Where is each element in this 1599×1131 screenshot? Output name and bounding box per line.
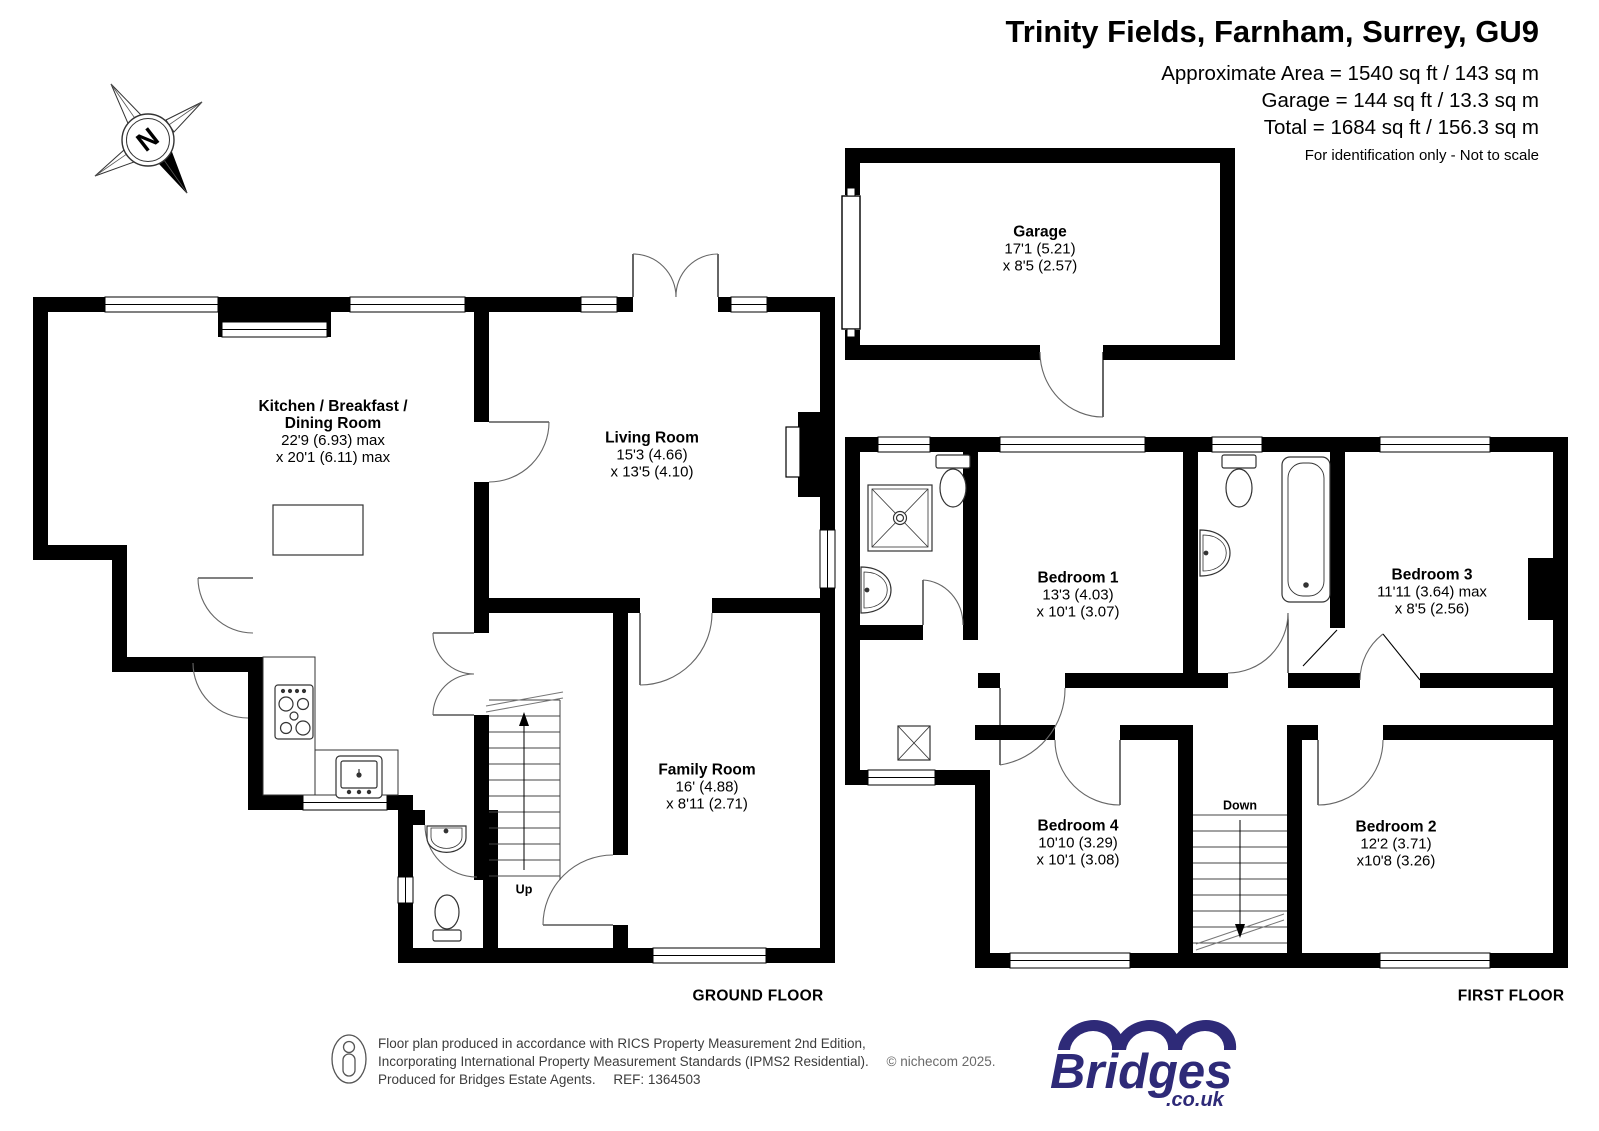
person-scale-icon	[331, 1034, 367, 1084]
copyright: © nichecom 2025.	[886, 1054, 996, 1069]
label-living-room: Living Room 15'3 (4.66) x 13'5 (4.10)	[605, 429, 699, 481]
reference-number: REF: 1364503	[613, 1072, 701, 1087]
label-bedroom-2: Bedroom 2 12'2 (3.71) x10'8 (3.26)	[1355, 818, 1437, 870]
logo-wordmark: Bridges	[1050, 1045, 1232, 1099]
first-interior-walls	[860, 452, 1553, 953]
bathroom-sink-icon	[1199, 529, 1231, 577]
stairs-down	[1193, 814, 1287, 951]
bathroom-toilet-icon	[1221, 454, 1257, 508]
ground-windows	[104, 296, 836, 964]
wc-fixtures	[426, 825, 467, 942]
garage-rear-door	[1039, 345, 1104, 418]
ground-outer-walls	[33, 297, 835, 963]
header: Trinity Fields, Farnham, Surrey, GU9 App…	[1006, 14, 1539, 164]
first-doors	[922, 579, 1421, 806]
ensuite-sink-icon	[860, 566, 892, 614]
label-bedroom-3: Bedroom 3 11'11 (3.64) max x 8'5 (2.56)	[1377, 566, 1487, 618]
page-title: Trinity Fields, Farnham, Surrey, GU9	[1005, 14, 1539, 49]
stairs-down-label: Down	[1222, 798, 1258, 813]
ground-interior-walls	[398, 312, 835, 948]
kitchen-island	[272, 504, 364, 556]
label-garage: Garage 17'1 (5.21) x 8'5 (2.57)	[1002, 223, 1078, 275]
first-floor-plan	[841, 148, 1568, 969]
bridges-logo: Bridges .co.uk	[1050, 1020, 1237, 1111]
label-bedroom-1: Bedroom 1 13'3 (4.03) x 10'1 (3.07)	[1036, 569, 1120, 621]
logo-tld: .co.uk	[1166, 1089, 1225, 1111]
ground-floor-label: GROUND FLOOR	[692, 987, 824, 1005]
wc-toilet-icon	[432, 894, 462, 942]
kitchen-fixtures	[262, 504, 399, 799]
kitchen-sink-icon	[335, 755, 383, 799]
ground-floor-plan	[33, 253, 836, 964]
stove-icon	[274, 684, 314, 740]
footer-disclaimer: Floor plan produced in accordance with R…	[378, 1035, 996, 1089]
fireplace-recess	[785, 426, 801, 478]
stairs-up-label: Up	[515, 882, 533, 897]
garage-area: Garage = 144 sq ft / 13.3 sq m	[1261, 89, 1539, 112]
label-family-room: Family Room 16' (4.88) x 8'11 (2.71)	[658, 761, 756, 813]
garage-door	[841, 195, 861, 330]
ensuite-toilet-icon	[935, 454, 971, 508]
first-outer-walls	[845, 437, 1568, 968]
stairs-up	[485, 691, 564, 880]
shower-icon	[867, 484, 933, 552]
wc-sink-icon	[426, 825, 467, 853]
front-door	[632, 253, 719, 312]
label-bedroom-4: Bedroom 4 10'10 (3.29) x 10'1 (3.08)	[1036, 817, 1120, 869]
ground-doors	[192, 421, 713, 926]
bathtub-icon	[1281, 456, 1331, 603]
airing-cupboard-icon	[897, 725, 931, 761]
footer-line-3: Produced for Bridges Estate Agents. REF:…	[378, 1072, 701, 1087]
approx-area: Approximate Area = 1540 sq ft / 143 sq m	[1161, 62, 1539, 85]
bathroom-fixtures	[1199, 454, 1331, 603]
first-floor-label: FIRST FLOOR	[1457, 987, 1565, 1005]
ensuite-fixtures	[860, 454, 971, 761]
footer-line-1: Floor plan produced in accordance with R…	[378, 1036, 866, 1051]
first-windows	[867, 436, 1491, 969]
footer-line-2: Incorporating International Property Mea…	[378, 1054, 996, 1069]
total-area: Total = 1684 sq ft / 156.3 sq m	[1263, 116, 1539, 139]
compass-icon	[94, 83, 203, 194]
disclaimer-note: For identification only - Not to scale	[1304, 147, 1539, 164]
label-kitchen: Kitchen / Breakfast / Dining Room 22'9 (…	[258, 398, 408, 466]
